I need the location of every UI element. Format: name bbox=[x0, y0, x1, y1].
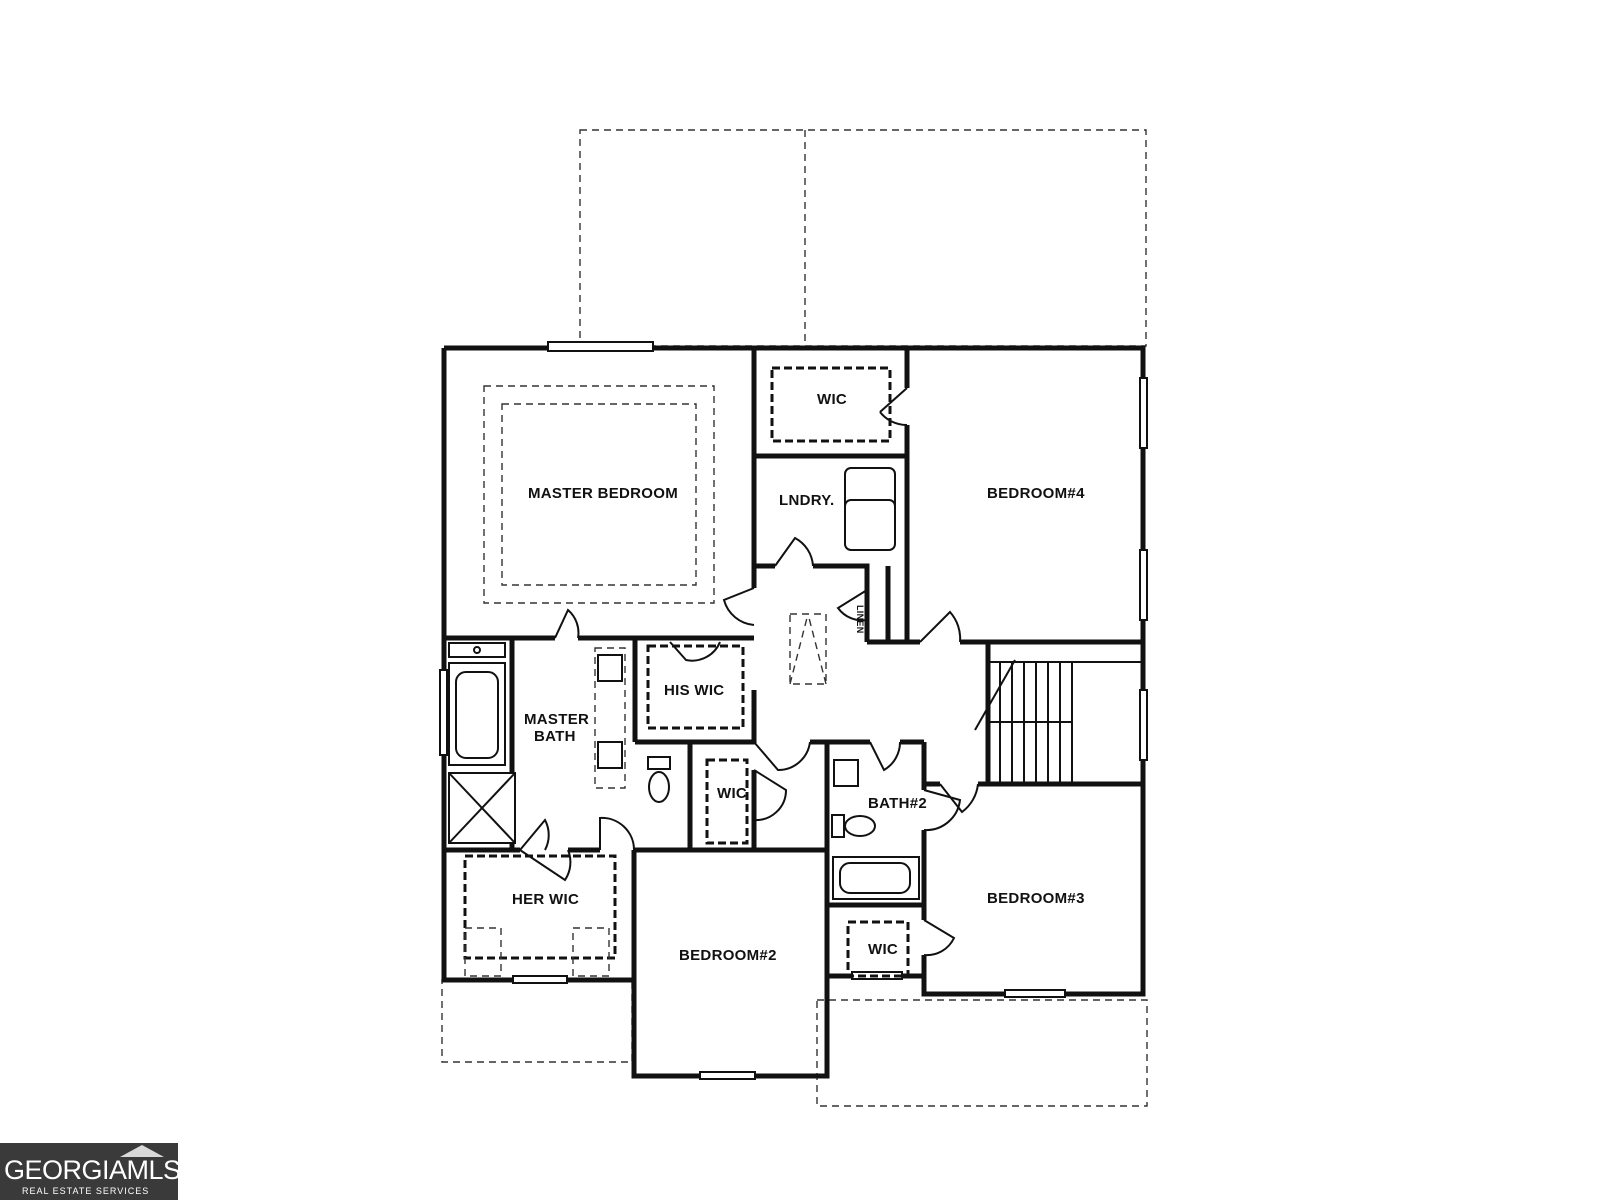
label-master-bath-1: MASTER bbox=[524, 711, 589, 728]
logo-tagline: REAL ESTATE SERVICES bbox=[22, 1186, 150, 1196]
sink-icon bbox=[597, 654, 623, 682]
dryer-icon bbox=[844, 499, 896, 551]
label-his-wic: HIS WIC bbox=[664, 682, 724, 699]
label-wic-top: WIC bbox=[817, 391, 847, 408]
label-master-bedroom: MASTER BEDROOM bbox=[528, 485, 678, 502]
room-labels: MASTER BEDROOM WIC LNDRY. LINEN BEDROOM#… bbox=[512, 391, 1085, 964]
label-bedroom-4: BEDROOM#4 bbox=[987, 485, 1085, 502]
dashed-details bbox=[463, 366, 910, 978]
label-linen: LINEN bbox=[855, 605, 865, 634]
dashed-outlines bbox=[441, 129, 1148, 1107]
label-bedroom-3: BEDROOM#3 bbox=[987, 890, 1085, 907]
label-bedroom-2: BEDROOM#2 bbox=[679, 947, 777, 964]
roof-icon bbox=[120, 1145, 164, 1157]
label-wic-bottom: WIC bbox=[868, 941, 898, 958]
sink-icon-2 bbox=[597, 741, 623, 769]
label-wic-mid: WIC bbox=[717, 785, 747, 802]
label-laundry: LNDRY. bbox=[779, 492, 834, 509]
georgia-mls-logo: GEORGIAMLS REAL ESTATE SERVICES bbox=[0, 1143, 181, 1200]
label-master-bath-2: BATH bbox=[534, 728, 576, 745]
sink-icon-3 bbox=[833, 759, 859, 787]
toilet-icon-2 bbox=[831, 814, 845, 838]
doors bbox=[519, 387, 979, 957]
label-bath-2: BATH#2 bbox=[868, 795, 927, 812]
logo-brand: GEORGIAMLS bbox=[4, 1155, 181, 1185]
stairs bbox=[974, 659, 1073, 784]
label-her-wic: HER WIC bbox=[512, 891, 579, 908]
fixtures bbox=[448, 467, 920, 900]
toilet-icon bbox=[647, 756, 671, 770]
